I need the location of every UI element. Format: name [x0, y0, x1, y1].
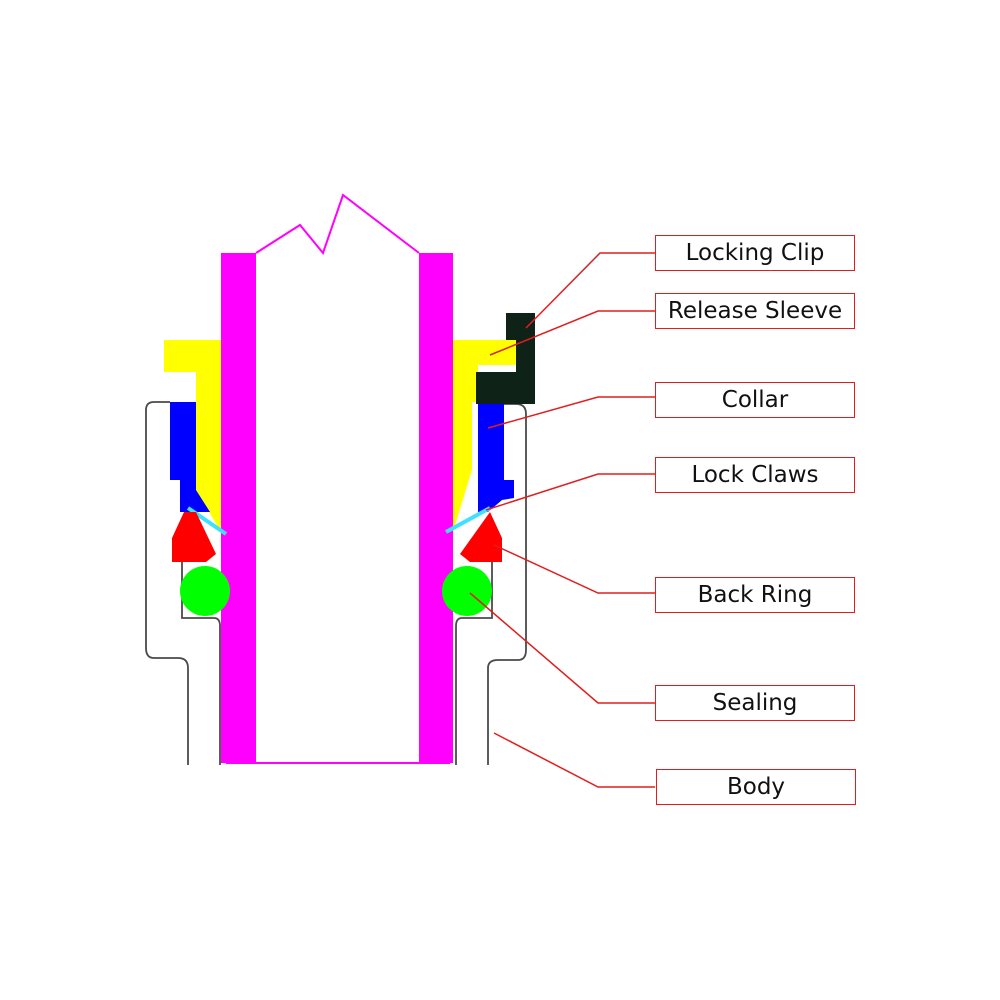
leader-locking-clip [525, 252, 655, 329]
tube-wall-right [419, 253, 453, 763]
label-sealing: Sealing [655, 685, 855, 721]
release-sleeve-right [453, 340, 520, 532]
body-outline-right [455, 403, 527, 765]
leader-body [493, 732, 655, 788]
label-collar: Collar [655, 382, 855, 418]
sealing-o-ring-right [442, 566, 492, 616]
leader-back-ring [493, 544, 655, 594]
sealing-o-ring-left [180, 566, 230, 616]
tube-wall-left [221, 253, 256, 763]
tube-break-line [255, 193, 420, 256]
collar-left [170, 402, 210, 512]
label-lock-claws: Lock Claws [655, 457, 855, 493]
label-body: Body [656, 769, 856, 805]
label-back-ring: Back Ring [655, 577, 855, 613]
leader-release-sleeve [489, 310, 655, 356]
leader-collar [487, 396, 655, 429]
back-ring-left [172, 512, 216, 562]
label-locking-clip: Locking Clip [655, 235, 855, 271]
leader-sealing [469, 592, 655, 704]
release-sleeve-left [164, 340, 221, 532]
label-release-sleeve: Release Sleeve [655, 293, 855, 329]
body-outline-left [145, 401, 221, 765]
collar-right [478, 402, 514, 512]
back-ring-right [460, 512, 502, 562]
lock-claw-right [445, 506, 491, 534]
locking-clip [476, 313, 535, 404]
leader-lock-claws [485, 473, 655, 511]
